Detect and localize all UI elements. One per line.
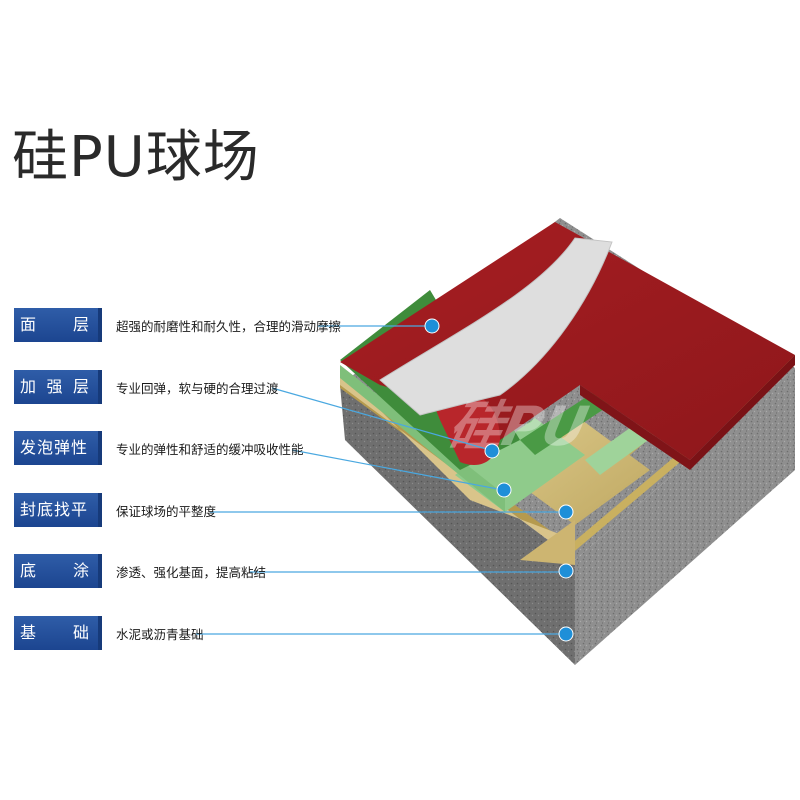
callout-line-2	[271, 387, 491, 451]
base-front-left-face	[340, 385, 575, 665]
layer-desc: 超强的耐磨性和耐久性，合理的滑动摩擦	[116, 319, 342, 334]
layer-label: 封底找平层	[14, 493, 102, 553]
base-front-right-face	[575, 368, 795, 665]
layer-row-sealer: 封底找平层 保证球场的平整度	[14, 493, 334, 553]
layer-row-primer: 底 涂 渗透、强化基面，提高粘结	[14, 554, 334, 590]
layer-desc: 渗透、强化基面，提高粘结	[116, 565, 267, 580]
surface-right-edge	[690, 355, 795, 470]
layer-row-surface: 面 层 超强的耐磨性和耐久性，合理的滑动摩擦	[14, 308, 341, 344]
layer-desc: 专业回弹，软与硬的合理过渡	[116, 381, 279, 396]
callout-dot-5	[558, 563, 574, 579]
callout-dot-2	[484, 443, 500, 459]
sealer-step-face	[520, 520, 575, 565]
callout-dot-4	[558, 504, 574, 520]
layer-row-base: 基 础 水泥或沥青基础	[14, 616, 334, 652]
callout-dot-1	[424, 318, 440, 334]
callout-line-3	[291, 449, 504, 491]
surface-step-edge	[580, 385, 690, 470]
watermark-text: 硅PU	[443, 395, 594, 458]
layer-label: 面 层	[14, 308, 102, 342]
surface-peel-flap	[430, 390, 500, 466]
callout-dot-3	[496, 482, 512, 498]
callout-dots	[424, 318, 574, 642]
layer-desc: 保证球场的平整度	[116, 504, 217, 519]
layer-label: 发泡弹性层	[14, 431, 102, 491]
layer-label: 基 础	[14, 616, 102, 650]
layer-desc: 水泥或沥青基础	[116, 627, 204, 642]
layer-row-foam: 发泡弹性层 专业的弹性和舒适的缓冲吸收性能	[14, 431, 334, 491]
layer-desc: 专业的弹性和舒适的缓冲吸收性能	[116, 442, 304, 457]
callout-dot-6	[558, 626, 574, 642]
foam-front-face	[340, 365, 505, 512]
page-title: 硅PU球场	[12, 125, 260, 190]
layer-label: 加强层	[14, 370, 102, 404]
layer-label: 底 涂	[14, 554, 102, 588]
court-line-stripe	[379, 237, 613, 416]
callout-lines	[196, 325, 566, 635]
layer-row-reinforce: 加强层 专业回弹，软与硬的合理过渡	[14, 370, 334, 406]
